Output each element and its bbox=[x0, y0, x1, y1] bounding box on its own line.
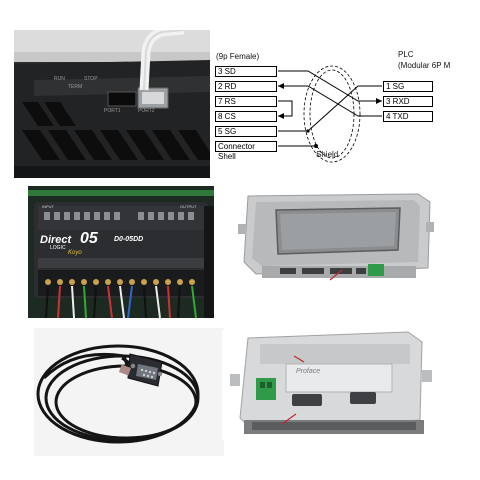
left-pin-shell: Connector Shell bbox=[215, 141, 277, 161]
stop-label: STOP bbox=[84, 76, 98, 82]
screw-terminals bbox=[45, 279, 195, 285]
output-label: OUTPUT bbox=[180, 204, 197, 209]
input-terminals bbox=[44, 212, 194, 220]
plc-module-illustration bbox=[28, 186, 214, 318]
hmi-back-illustration bbox=[230, 331, 432, 434]
brand-number: 05 bbox=[80, 230, 98, 247]
brand-logic: LOGIC bbox=[50, 245, 66, 251]
right-connector-header-1: PLC bbox=[398, 50, 414, 59]
input-label: INPUT bbox=[42, 204, 54, 209]
wires bbox=[45, 285, 197, 318]
right-pin-sg: 1 SG bbox=[383, 81, 433, 92]
wiring-diagram: (9p Female) 3 SD 2 RD 7 RS 8 CS 5 SG Con… bbox=[212, 30, 474, 170]
plc-port-illustration bbox=[14, 30, 210, 178]
vent-slots bbox=[22, 102, 210, 160]
run-label: RUN bbox=[54, 76, 65, 82]
hmi-brand: Proface bbox=[296, 368, 321, 375]
right-pin-txd: 4 TXD bbox=[383, 111, 433, 122]
hmi-back-ports bbox=[292, 392, 376, 406]
maker-label: Koyo bbox=[68, 250, 82, 256]
serial-cable-illustration bbox=[34, 328, 224, 456]
cable-coil bbox=[36, 344, 200, 444]
port2-label: PORT2 bbox=[138, 108, 155, 114]
hmi-back-photo: Proface bbox=[222, 330, 440, 440]
port1-label: PORT1 bbox=[104, 108, 121, 114]
wiring-lines bbox=[278, 65, 382, 163]
term-label: TERM bbox=[68, 84, 83, 90]
plc-module-photo: INPUT OUTPUT Direct 05 LOGIC Koyo D0-05D… bbox=[28, 186, 214, 318]
right-connector-header-2: (Modular 6P M bbox=[398, 61, 451, 70]
right-pin-rxd: 3 RXD bbox=[383, 96, 433, 107]
left-pin-sd: 3 SD bbox=[215, 66, 277, 77]
left-pin-cs: 8 CS bbox=[215, 111, 277, 122]
shield-label: Shield bbox=[316, 150, 339, 159]
hmi-front-illustration bbox=[238, 193, 434, 281]
model-label: D0-05DD bbox=[114, 236, 144, 243]
left-pin-rd: 2 RD bbox=[215, 81, 277, 92]
hmi-front-photo bbox=[232, 188, 438, 290]
brand-direct: Direct bbox=[40, 234, 72, 246]
plc-port-photo: RUN TERM STOP PORT1 PORT2 bbox=[14, 30, 210, 178]
serial-cable-photo bbox=[34, 328, 224, 456]
left-pin-sg: 5 SG bbox=[215, 126, 277, 137]
left-pin-rs: 7 RS bbox=[215, 96, 277, 107]
left-connector-header: (9p Female) bbox=[216, 52, 260, 61]
